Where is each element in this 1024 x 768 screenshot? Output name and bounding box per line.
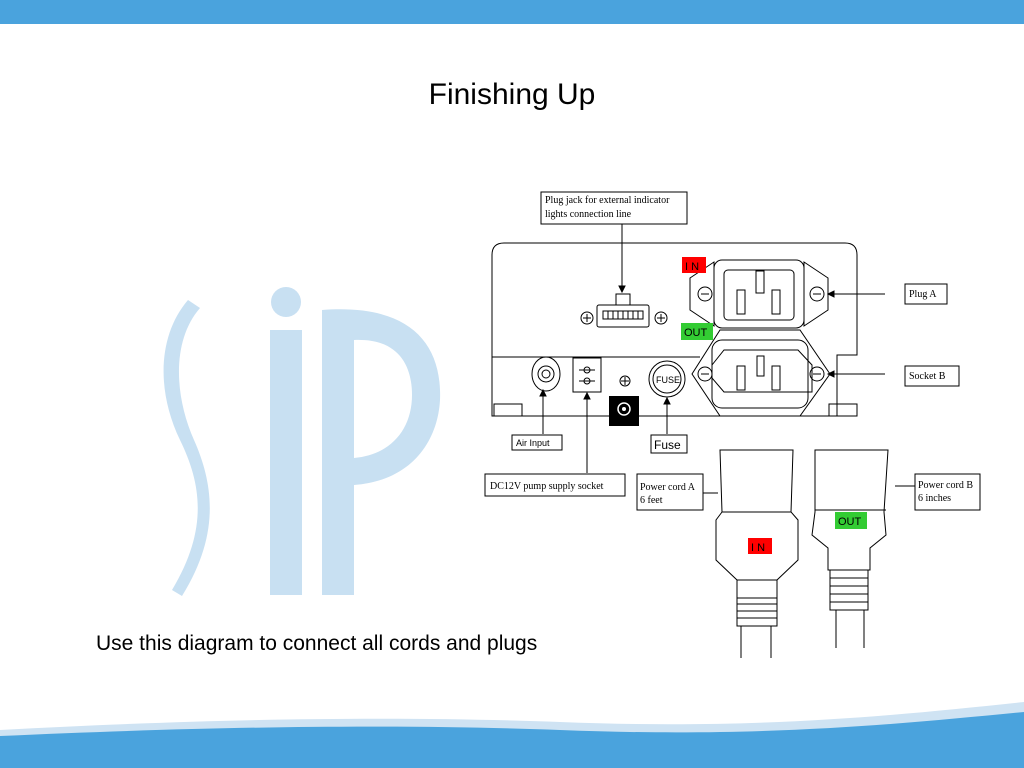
dc12v-socket	[572, 357, 602, 393]
power-cord-a-label-line1: Power cord A	[640, 482, 696, 493]
logo-s-shape	[163, 300, 210, 596]
logo-i-dot	[271, 287, 301, 317]
callout-cord-a-box	[636, 473, 704, 511]
callout-cord-b-box	[914, 473, 981, 511]
power-cord-a-label-line2: 6 feet	[640, 495, 663, 506]
in-tag-panel-text: I N	[685, 261, 699, 273]
callout-plug-jack-box	[540, 191, 688, 225]
plug-jack-label-line1: Plug jack for external indicator	[545, 195, 670, 206]
out-tag-cord-text: OUT	[838, 516, 862, 528]
in-tag-cord	[748, 538, 772, 554]
callout-air-input-box	[511, 434, 563, 451]
bottom-wave	[0, 702, 1024, 768]
air-input-fitting	[531, 356, 561, 392]
socket-b-frame	[691, 329, 831, 417]
air-input-label: Air Input	[516, 438, 550, 448]
logo-p-shape	[322, 309, 441, 595]
out-tag-cord	[835, 512, 867, 529]
fuse-holder-text: FUSE	[656, 375, 680, 385]
callout-socket-b-box	[904, 365, 960, 387]
callout-plug-a-box	[904, 283, 948, 305]
power-cord-b	[811, 449, 889, 648]
device-panel	[491, 242, 858, 417]
power-cord-a	[715, 449, 799, 658]
dc12v-label: DC12V pump supply socket	[490, 481, 604, 492]
slide-title: Finishing Up	[428, 78, 596, 111]
power-cord-b-label-line2: 6 inches	[918, 493, 951, 504]
in-tag-cord-text: I N	[751, 542, 765, 554]
plug-jack-label-line2: lights connection line	[545, 209, 632, 220]
callout-dc12v-box	[484, 473, 626, 497]
sip-logo	[163, 287, 441, 596]
logo-i-stem	[270, 330, 302, 595]
fuse-callout-label: Fuse	[654, 438, 681, 452]
top-accent-bar	[0, 0, 1024, 24]
socket-b-label: Socket B	[909, 371, 946, 382]
out-tag-panel-text: OUT	[684, 327, 708, 339]
slide-caption: Use this diagram to connect all cords an…	[96, 632, 538, 655]
in-tag-panel	[682, 257, 706, 273]
out-tag-panel	[681, 323, 713, 340]
power-cord-b-label-line1: Power cord B	[918, 480, 973, 491]
plug-a-label: Plug A	[909, 289, 937, 300]
callout-fuse-box	[650, 434, 688, 454]
